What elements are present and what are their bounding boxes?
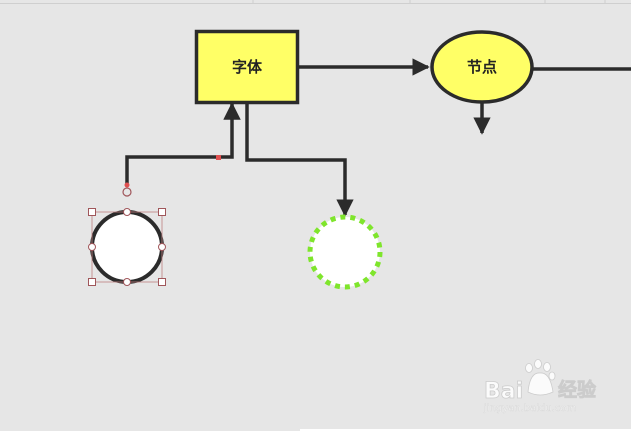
watermark-brand: Bai bbox=[484, 379, 523, 404]
resize-handle-top-right[interactable] bbox=[158, 208, 166, 216]
connectors[interactable] bbox=[125, 58, 631, 217]
node-font-box-label: 字体 bbox=[232, 58, 263, 76]
node-selected-circle[interactable] bbox=[90, 210, 164, 284]
connector-circle-to-box bbox=[125, 102, 241, 186]
connection-point-bottom[interactable] bbox=[123, 278, 131, 286]
selection-frame[interactable] bbox=[88, 155, 222, 286]
connection-point-right[interactable] bbox=[158, 243, 166, 251]
baidu-watermark: Bai 经验 jingyan.baidu.com bbox=[483, 359, 597, 414]
resize-handle-top-left[interactable] bbox=[88, 208, 96, 216]
node-dashed-circle[interactable] bbox=[307, 214, 383, 290]
node-ellipse-label: 节点 bbox=[467, 58, 497, 76]
resize-handle-bottom-left[interactable] bbox=[88, 278, 96, 286]
resize-handle-bottom-right[interactable] bbox=[158, 278, 166, 286]
watermark-brand-suffix: 经验 bbox=[558, 378, 597, 401]
watermark-url: jingyan.baidu.com bbox=[483, 403, 576, 414]
node-ellipse[interactable]: 节点 bbox=[430, 30, 534, 104]
node-font-box[interactable]: 字体 bbox=[194, 29, 300, 105]
paw-icon bbox=[525, 359, 556, 396]
connector-box-to-dashed-circle bbox=[245, 102, 354, 217]
rotate-handle[interactable] bbox=[122, 187, 132, 197]
connector-start-point[interactable] bbox=[124, 182, 130, 188]
connector-midpoint-handle[interactable] bbox=[216, 155, 221, 160]
top-ruler bbox=[0, 0, 631, 4]
connection-point-left[interactable] bbox=[88, 243, 96, 251]
connection-point-top[interactable] bbox=[123, 208, 131, 216]
